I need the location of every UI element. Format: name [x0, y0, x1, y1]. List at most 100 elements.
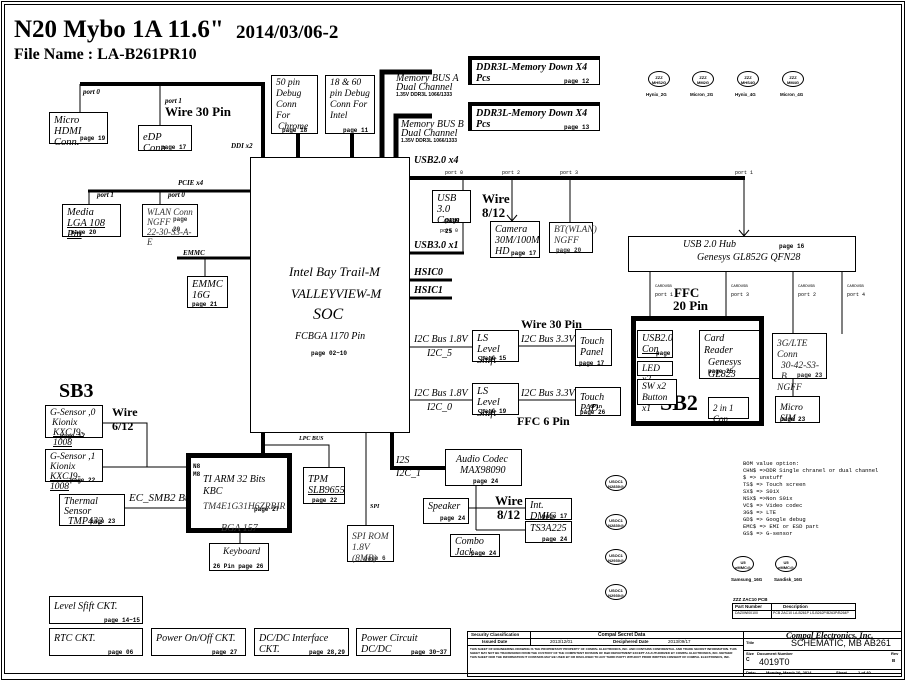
ddr-a-block[interactable]: DDR3L-Memory Down X4 Pcs page 12 — [468, 56, 600, 85]
media-block[interactable]: Media LGA 108 Pin page 20 — [62, 204, 121, 240]
usb-hub-block[interactable]: USB 2.0 Hub Genesys GL852G QFN28 page 16 — [628, 236, 856, 272]
i2c0-a: I2C Bus 1.8V — [414, 388, 468, 399]
level-shift-2-block[interactable]: LS Level Shift page 19 — [472, 383, 519, 419]
touchpad-l1: Touch PAD — [580, 392, 605, 414]
bom-line: 3G$ => LTE — [743, 509, 777, 516]
tb-div-h1 — [468, 638, 901, 639]
media-page: page 20 — [71, 229, 97, 236]
usb2-label: USB2.0 x4 — [414, 155, 459, 166]
sb3-label: SB3 — [59, 380, 94, 402]
touchpad-block[interactable]: Touch PAD 6Pin page 26 — [575, 387, 621, 416]
micro-sim-block[interactable]: Micro SIM page 23 — [775, 396, 820, 424]
camera-block[interactable]: Camera 30M/100M HD page 17 — [490, 221, 540, 258]
combo-jack-block[interactable]: Combo Jack page 24 — [450, 534, 500, 558]
soc-block[interactable]: Intel Bay Trail-M VALLEYVIEW-M SOC FCBGA… — [250, 157, 410, 433]
kbc-l3: BGA 157 — [221, 523, 258, 534]
led-block[interactable]: LED x2 — [637, 361, 673, 385]
usb2-port2: port 2 — [502, 170, 521, 176]
emmc-block[interactable]: EMMC 16G page 21 — [187, 276, 228, 308]
touchpanel-l1: Touch — [580, 336, 605, 347]
gsensor-link — [102, 422, 148, 467]
bom-line: NSX$ =>Non S0ix — [743, 495, 793, 502]
thermal-sensor-block[interactable]: Thermal Sensor TMP432 page 23 — [59, 494, 125, 527]
bom-line: VC$ => Video codec — [743, 502, 803, 509]
rtc-ckt-block[interactable]: RTC CKT. page 06 — [49, 628, 143, 656]
power-onoff-block[interactable]: Power On/Off CKT. page 27 — [151, 628, 246, 656]
micro-hdmi-block[interactable]: Micro HDMI Conn. page 19 — [49, 112, 108, 148]
keyboard-block[interactable]: Keyboard 26 Pin page 26 — [209, 543, 269, 571]
company-name: Compal Electronics, Inc. — [786, 630, 874, 640]
sheet-value: 1 of 40 — [858, 670, 871, 675]
card-reader-block[interactable]: Card Reader Genesys GL823 page 25 — [699, 330, 760, 380]
cr-l3: GL823 — [708, 369, 736, 380]
touch-panel-block[interactable]: Touch Panel page 17 — [575, 329, 612, 367]
bom-notes: BOM value option: CHN$ =>DDR Single chra… — [743, 460, 878, 537]
level-shift-1-block[interactable]: LS Level Shift page 15 — [472, 330, 519, 366]
debug50-block[interactable]: 50 pin Debug Conn For Chrome page 18 — [271, 75, 318, 134]
audio-codec-block[interactable]: Audio Codec MAX98090 page 24 — [445, 449, 522, 486]
sw-block[interactable]: SW x2 Button x1 — [637, 379, 677, 414]
wire30-label: Wire 30 Pin — [165, 104, 231, 119]
title-value: SCHEMATIC, MB AB261 — [791, 638, 891, 648]
hub-port1-label: port 1 — [655, 292, 674, 298]
mem-option-4-label: Micron_4G — [780, 92, 804, 97]
bom-line: TS$ => Touch screen — [743, 481, 806, 488]
file-name: File Name : LA-B261PR10 — [14, 46, 197, 63]
ddr-b-block[interactable]: DDR3L-Memory Down X4 Pcs page 13 — [468, 102, 600, 131]
docnum-label: Document Number — [757, 651, 793, 656]
wlan-block[interactable]: WLAN Conn NGFF 22-30-S3-A-E page 20 — [142, 204, 198, 247]
tb-div-h2 — [468, 645, 743, 646]
thermal-page: page 23 — [90, 518, 116, 525]
i2c5-b: I2C_5 — [427, 348, 452, 359]
touchpanel-l2: Panel — [580, 347, 604, 358]
power-dcdc-block[interactable]: Power Circuit DC/DC page 30~37 — [356, 628, 451, 656]
keyboard-l1: Keyboard — [223, 547, 261, 557]
date-value: Monday, March 10, 2014 — [766, 670, 812, 675]
ls1-l1: LS — [477, 333, 489, 344]
ffc6-label: FFC 6 Pin — [517, 414, 570, 428]
i2c1-label: I2C_1 — [396, 468, 421, 479]
dmic-block[interactable]: Int. DMIC page 17 — [525, 498, 572, 522]
tpm-l2: SLB9655 — [308, 485, 345, 496]
usb3-conn-block[interactable]: USB 3.0 Conn page 25 — [432, 190, 471, 235]
spi-rom-block[interactable]: SPI ROM 1.8V (8MB) page 6 — [347, 525, 394, 564]
wire-cam-2: 8/12 — [482, 205, 506, 220]
edp-block[interactable]: eDP Conn. page 17 — [138, 125, 192, 154]
gsensor0-block[interactable]: G-Sensor ,0 Kionix KXCJ9-1008 page 17 — [45, 405, 103, 448]
twoin1-block[interactable]: 2 in 1 Con — [708, 397, 749, 424]
usb2-con-block[interactable]: USB2.0 Con page 25 — [637, 330, 673, 368]
debug18-block[interactable]: 18 & 60 pin Debug Conn For Intel page 11 — [325, 75, 375, 134]
title-block: Security Classification Compal Secret Da… — [467, 630, 902, 677]
usb2con-l1: USB2.0 — [642, 333, 673, 344]
debug50-l1: 50 pin — [276, 78, 301, 88]
kbc-block[interactable]: N8 M8 TI ARM 32 Bits KBC TM4E1G31H6ZRBIR… — [186, 453, 292, 534]
bt-block[interactable]: BT(WLAN) NGFF page 20 — [549, 222, 597, 254]
board-date: 2014/03/06-2 — [236, 22, 339, 43]
sw-l1: SW x2 — [642, 382, 667, 392]
lte-block[interactable]: 3G/LTE Conn 30-42-S3-B NGFF page 23 — [772, 333, 827, 393]
spirom-l2: 1.8V (8MB) — [352, 543, 377, 564]
tpm-block[interactable]: TPM SLB9655 page 22 — [303, 467, 345, 504]
ts3a225-block[interactable]: TS3A225 page 24 — [525, 521, 572, 543]
speaker-block[interactable]: Speaker page 24 — [423, 498, 469, 524]
rev-label: Rev — [891, 651, 899, 656]
cr-l1: Card Reader — [704, 333, 733, 356]
media-l2: LGA 108 Pin — [67, 218, 106, 240]
dcdc-interface-block[interactable]: DC/DC Interface CKT. page 28,29 — [254, 628, 349, 656]
gsensor1-block[interactable]: G-Sensor ,1 Kionix KXCJ9-1008 page 22 — [45, 449, 103, 492]
wire-cam-1: Wire — [482, 191, 510, 206]
port0-label: port 0 — [83, 88, 100, 96]
ls2-l2: Level Shift — [477, 397, 500, 419]
pcb-divider — [733, 610, 855, 611]
level-shift-ckt-block[interactable]: Level Sfift CKT. page 14~15 — [49, 596, 143, 624]
rtc-l1: RTC CKT. — [54, 633, 96, 644]
hsic1-label: HSIC1 — [414, 285, 443, 296]
ffc20-2: 20 Pin — [673, 298, 709, 313]
pcb-header-desc: Description — [783, 604, 808, 609]
